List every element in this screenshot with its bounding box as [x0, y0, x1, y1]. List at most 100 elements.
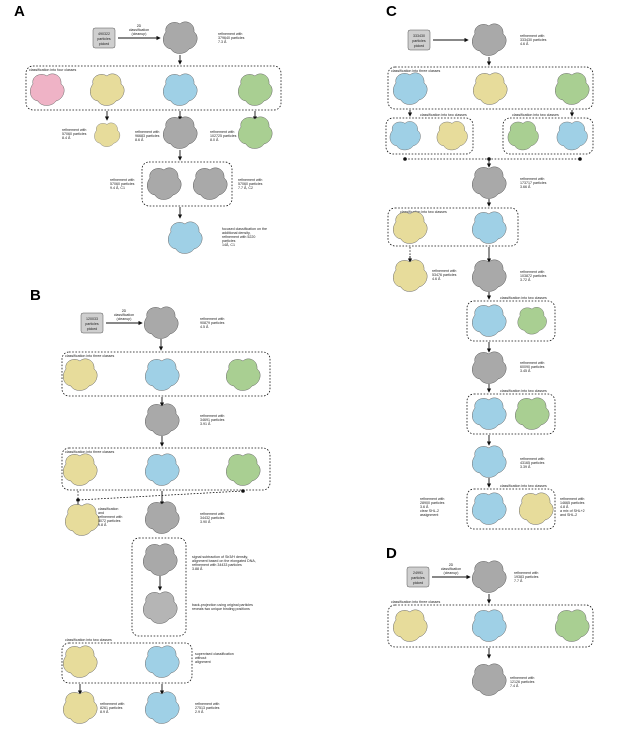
ref-label: refinement with [510, 676, 534, 680]
ref-label: refinement with [110, 178, 134, 182]
ref-label: 3.90 Å [200, 519, 211, 524]
ref-label: refinement with [520, 177, 544, 181]
ref-label: refinement with [238, 178, 262, 182]
density-map-gray [471, 351, 507, 384]
ref-label: refinement with [520, 457, 544, 461]
ref-label: 3.39 Å [520, 464, 531, 469]
ref-label: 12126 particles [510, 680, 535, 684]
ref-label: 2.9 Å [195, 709, 204, 714]
ref-label: 3.91 Å [200, 421, 211, 426]
ref-label: 8.4 Å [62, 135, 71, 140]
ref-label: additional density, [222, 231, 251, 235]
ref-label: 60090 particles [520, 365, 545, 369]
density-map-gray [144, 403, 180, 436]
ref-label: 8.6 Å [135, 137, 144, 142]
ref-label: without [195, 656, 206, 660]
ref-label: 7.7 Å [514, 578, 523, 583]
density-map-yellow [94, 122, 121, 147]
density-map-yellow [62, 453, 98, 486]
ref-label: 14Å, C1 [222, 242, 235, 247]
ref-label: 7.3 Å [218, 39, 227, 44]
class2d-l3: (cleanup) [444, 571, 459, 575]
classification-box [385, 117, 474, 155]
ref-label: 14665 particles [560, 501, 585, 505]
ref-label: and SHL-2 [560, 513, 577, 517]
ref-label: 4.6 Å [520, 41, 529, 46]
panel-b: B 120033 particles picked 2D classificat… [30, 287, 271, 724]
ref-label: 57060 particles [110, 182, 135, 186]
panel-label-c: C [386, 3, 397, 20]
start-l2: particles [412, 39, 426, 43]
density-map-yellow [392, 609, 428, 642]
merge-connector [77, 490, 244, 501]
class2d-l2: classification [129, 28, 149, 32]
subtraction-box [131, 537, 187, 637]
density-map-gray [146, 167, 182, 200]
density-map-blue [144, 453, 180, 486]
ref-label: 4.8 Å [560, 504, 569, 509]
density-map-green [554, 72, 590, 105]
density-map-blue [471, 609, 507, 642]
ref-label: focused classification on the [222, 227, 267, 231]
junction-dot [403, 157, 407, 161]
box-title: classification into three classes [65, 450, 115, 454]
density-map-blue [471, 211, 507, 244]
density-map-gray [471, 560, 507, 593]
box-title: classification into two classes [65, 638, 112, 642]
ref-label: alignment [195, 660, 211, 664]
density-map-green [514, 397, 550, 430]
ref-label: 3.72 Å [520, 277, 531, 282]
ref-label: 8261 particles [100, 706, 123, 710]
ref-label: 27513 particles [195, 706, 220, 710]
ref-label: refinement with [98, 515, 122, 519]
density-map-blue [471, 304, 507, 337]
classification-box [387, 604, 594, 648]
panel-d: D 24991 particles picked 2D classificati… [386, 545, 594, 696]
density-map-blue [144, 358, 180, 391]
density-map-green [237, 73, 273, 106]
density-map-blue [144, 645, 180, 678]
start-count: 120033 [86, 317, 98, 321]
start-l3: picked [87, 327, 97, 331]
ref-label: 57060 particles [62, 132, 87, 136]
ref-label: 90879 particles [200, 321, 225, 325]
ref-label: 8.9 Å [100, 709, 109, 714]
box-title: classification into three classes [391, 69, 441, 73]
density-map-blue [167, 221, 203, 254]
density-map-gray [192, 167, 228, 200]
box-title: classification into three classes [65, 354, 115, 358]
start-l2: particles [411, 576, 425, 580]
panel-label-a: A [14, 3, 25, 20]
density-map-yellow [392, 259, 428, 292]
density-map-blue [389, 120, 421, 151]
class2d-l2: classification [441, 567, 461, 571]
classification-box [61, 447, 271, 491]
density-map-gray [143, 306, 179, 339]
density-map-gray [144, 501, 180, 534]
box-title: classification into two classes [500, 484, 547, 488]
classification-box [61, 351, 271, 397]
junction-dot [76, 498, 80, 502]
density-map-yellow [62, 691, 98, 724]
ref-label: signal subtraction of Sir3/H density, [192, 555, 248, 559]
ref-label: refinement with [195, 702, 219, 706]
density-map-green [554, 609, 590, 642]
density-map-yellow [89, 73, 125, 106]
density-map-pink [29, 73, 65, 106]
density-map-gray [471, 259, 507, 292]
ref-label: particles [222, 239, 236, 243]
ref-label: refinement with [210, 130, 234, 134]
density-map-gray [471, 23, 507, 56]
ref-label: alignment based on the elongated DNA, [192, 559, 256, 563]
density-map-blue [392, 72, 428, 105]
ref-label: 3.88 Å [192, 566, 203, 571]
density-map-yellow [64, 503, 100, 536]
density-map-gray [162, 116, 198, 149]
ref-label: 34432 particles [200, 516, 225, 520]
density-map-green [225, 358, 261, 391]
ref-label: 53476 particles [432, 273, 457, 277]
class2d-l1: 2D [449, 563, 454, 567]
density-map-yellow [62, 645, 98, 678]
box-title: classification into two classes [512, 113, 559, 117]
